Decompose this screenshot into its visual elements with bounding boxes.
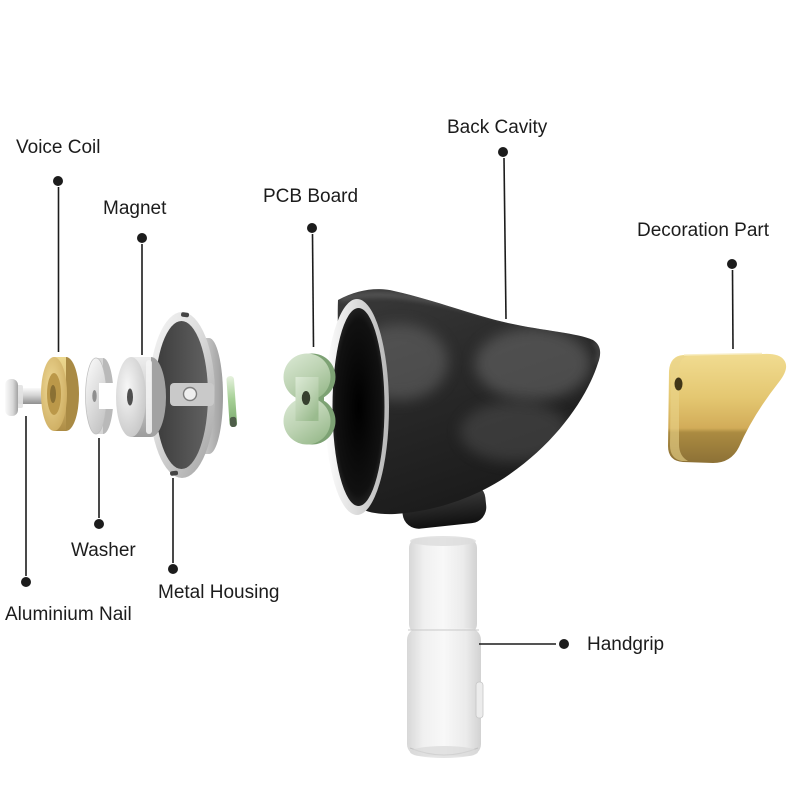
washer-dot: [94, 519, 104, 529]
part-washer: [85, 357, 116, 435]
metal-housing-dot: [168, 564, 178, 574]
washer-gap: [99, 383, 116, 409]
part-back-cavity: [325, 289, 601, 529]
part-metal-housing: [149, 312, 223, 478]
label-decoration-part: Decoration Part: [637, 220, 770, 241]
handgrip-bottom-shade: [410, 746, 478, 758]
nail-shaft: [15, 388, 48, 404]
housing-bar-hole: [182, 386, 198, 402]
washer-slot: [92, 390, 97, 402]
magnet-dot: [137, 233, 147, 243]
leader-lines: [25, 157, 734, 645]
magnet-wall-highlight: [146, 360, 152, 434]
label-magnet: Magnet: [103, 198, 167, 219]
nail-head: [5, 379, 18, 416]
handgrip-upper: [409, 538, 477, 634]
handgrip-side-tab: [475, 681, 484, 719]
decoration-top-highlight: [683, 352, 763, 356]
back-cavity-dot: [498, 147, 508, 157]
voice-coil-bore: [50, 385, 56, 403]
magnet-slot: [127, 388, 133, 406]
housing-bottom-notch: [170, 470, 179, 476]
label-metal-housing: Metal Housing: [158, 582, 280, 603]
decoration-left-band: [670, 356, 688, 461]
housing-top-notch: [181, 312, 190, 318]
pcb-board-dot: [307, 223, 317, 233]
part-diaphragm: [226, 376, 238, 428]
leader-dots: [21, 147, 737, 649]
part-magnet: [116, 357, 166, 437]
label-handgrip: Handgrip: [587, 634, 665, 655]
label-pcb-board: PCB Board: [263, 186, 359, 207]
back-cavity-opening: [332, 308, 385, 506]
part-pcb-board: [283, 353, 336, 445]
label-aluminium-nail: Aluminium Nail: [5, 604, 132, 625]
decoration-part-dot: [727, 259, 737, 269]
handgrip-lower: [407, 628, 481, 756]
aluminium-nail-dot: [21, 577, 31, 587]
part-handgrip: [407, 536, 484, 758]
handgrip-dot: [559, 639, 569, 649]
voice-coil-dot: [53, 176, 63, 186]
diaphragm-edge: [226, 376, 238, 427]
decoration-hole: [674, 377, 683, 391]
pcb-hole: [301, 391, 311, 405]
label-back-cavity: Back Cavity: [447, 117, 548, 138]
back-cavity-leader: [503, 157, 507, 320]
part-decoration: [668, 352, 787, 463]
decoration-body: [668, 353, 787, 463]
pcb-board-leader: [311, 233, 315, 348]
label-voice-coil: Voice Coil: [16, 137, 101, 158]
decoration-part-leader: [731, 269, 734, 350]
diaphragm-tip: [229, 416, 237, 428]
handgrip-top-shade: [410, 536, 476, 546]
label-washer: Washer: [71, 540, 136, 561]
part-voice-coil: [41, 357, 79, 431]
